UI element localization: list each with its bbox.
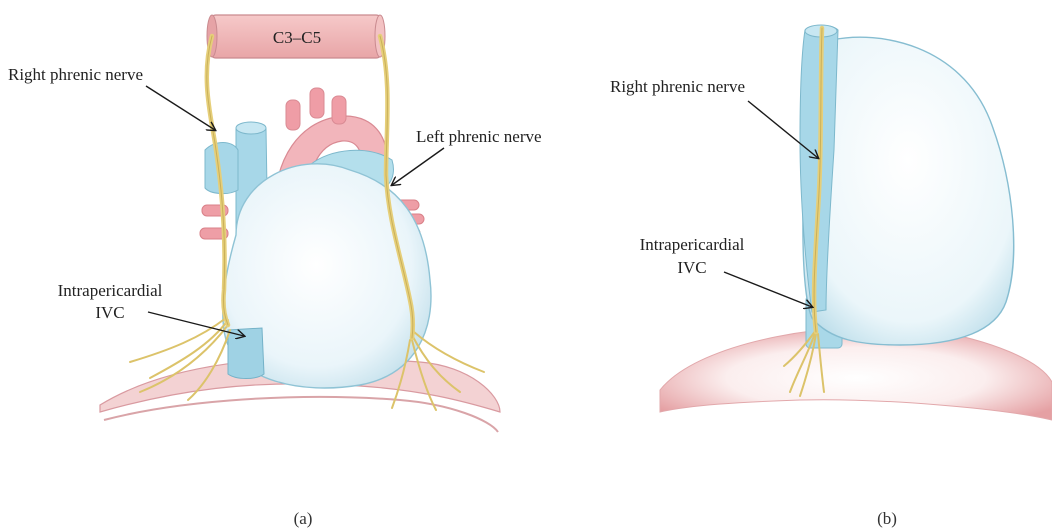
panel-a: C3–C5	[8, 15, 542, 528]
right-phrenic-arrow-a	[146, 86, 215, 130]
spinal-cord-c3c5-box: C3–C5	[207, 15, 385, 58]
ivc-label-line2-b: IVC	[677, 258, 706, 277]
ivc-label-line1-a: Intrapericardial	[58, 281, 163, 300]
right-phrenic-label-b: Right phrenic nerve	[610, 77, 745, 96]
ivc-a	[228, 328, 264, 379]
right-phrenic-label-a: Right phrenic nerve	[8, 65, 143, 84]
c3c5-label: C3–C5	[273, 28, 321, 47]
ivc-label-line2-a: IVC	[95, 303, 124, 322]
ivc-label-line1-b: Intrapericardial	[640, 235, 745, 254]
left-phrenic-arrow-a	[392, 148, 444, 185]
left-phrenic-label-a: Left phrenic nerve	[416, 127, 542, 146]
ivc-arrow-b	[724, 272, 812, 307]
caption-b: (b)	[877, 509, 897, 528]
caption-a: (a)	[294, 509, 313, 528]
panel-b: Right phrenic nerve Intrapericardial IVC…	[610, 25, 1052, 528]
